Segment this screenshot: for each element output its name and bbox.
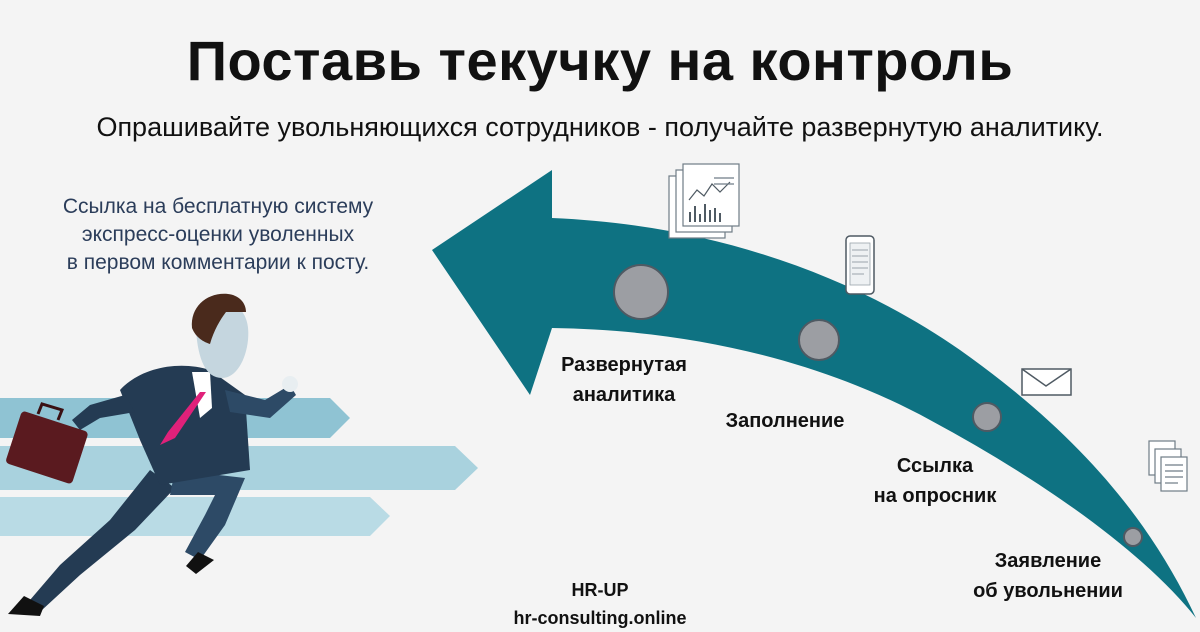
stage-node-analytics [613, 264, 669, 320]
stage-node-link [972, 402, 1002, 432]
smartphone-icon [845, 235, 875, 295]
footer-brand: HR-UP hr-consulting.online [460, 576, 740, 632]
report-charts-icon [668, 163, 740, 239]
stage-label-resignation: Заявление об увольнении [973, 550, 1123, 602]
page-subtitle: Опрашивайте увольняющихся сотрудников - … [96, 112, 1104, 142]
note-line: экспресс-оценки уволенных [81, 223, 355, 246]
stage-label-analytics: Развернутая аналитика [561, 354, 687, 406]
note-line: в первом комментарии к посту. [66, 251, 370, 274]
stage-label-filling: Заполнение [725, 410, 845, 432]
site-link[interactable]: hr-consulting.online [513, 608, 687, 628]
document-icon [1148, 440, 1188, 492]
stage-node-resignation [1123, 527, 1143, 547]
note-line: Ссылка на бесплатную систему [62, 195, 374, 218]
envelope-icon [1021, 368, 1072, 396]
stage-node-filling [798, 319, 840, 361]
free-system-note: Ссылка на бесплатную систему экспресс-оц… [38, 193, 398, 277]
running-man-illustration [6, 293, 298, 616]
stage-label-survey-link: Ссылка на опросник [873, 455, 997, 507]
page-title: Поставь текучку на контроль [186, 29, 1014, 92]
brand-name: HR-UP [571, 580, 629, 600]
